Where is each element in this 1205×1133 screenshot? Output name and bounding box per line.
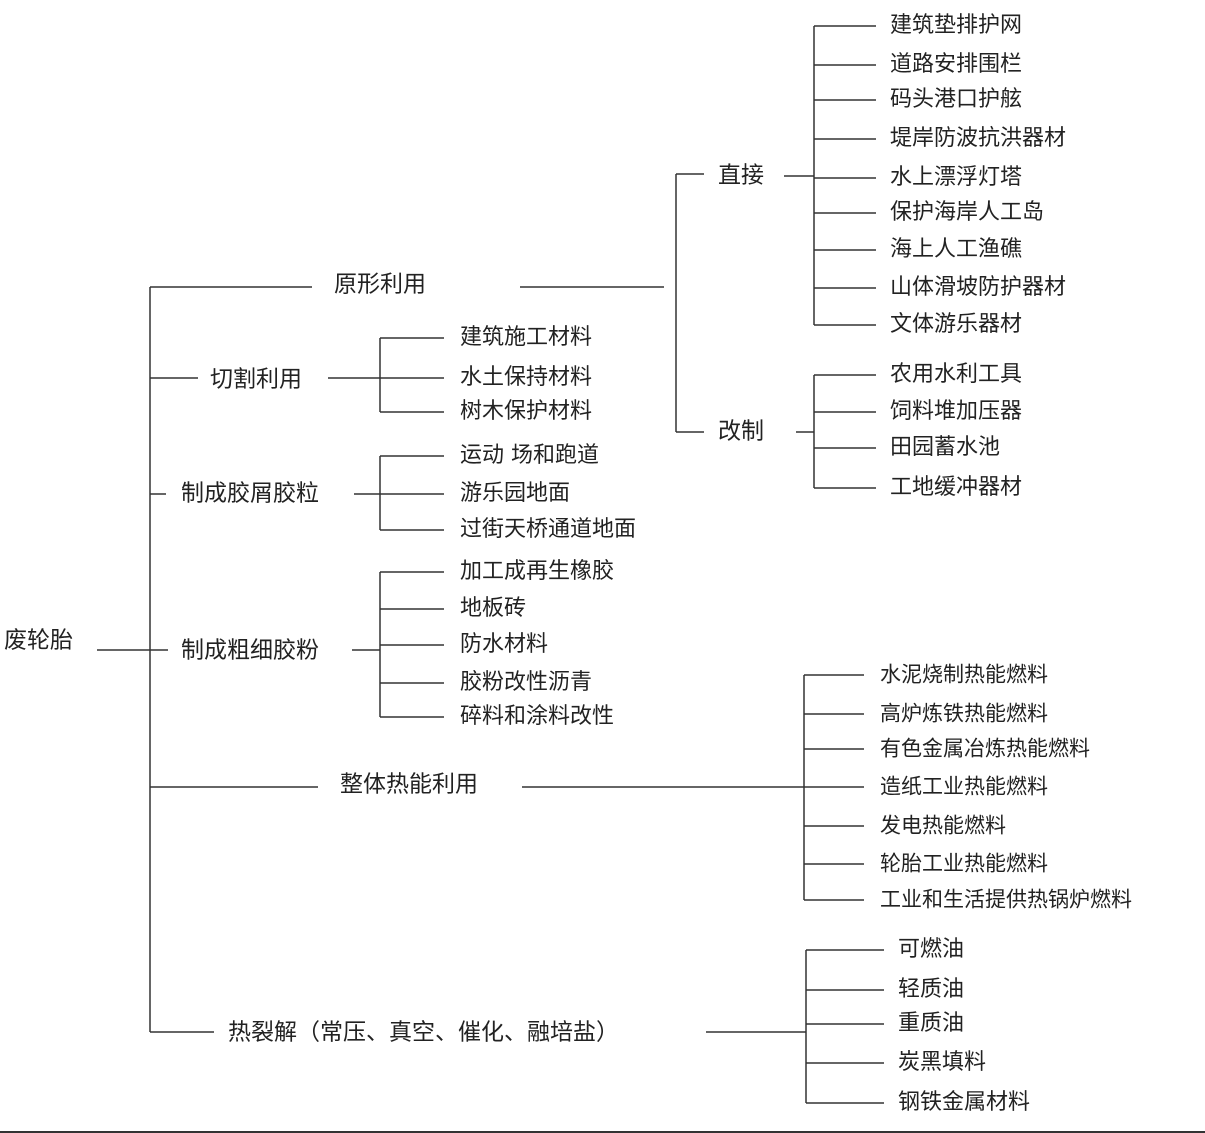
leaf-pyrolysis: 重质油 bbox=[898, 1011, 965, 1036]
leaf-thermal: 轮胎工业热能燃料 bbox=[880, 851, 1048, 876]
leaf-direct: 文体游乐器材 bbox=[890, 312, 1023, 337]
leaf-thermal: 工业和生活提供热锅炉燃料 bbox=[880, 887, 1132, 912]
leaf-powder: 地板砖 bbox=[460, 596, 527, 621]
leaf-powder: 防水材料 bbox=[460, 632, 549, 657]
leaf-direct: 堤岸防波抗洪器材 bbox=[890, 126, 1067, 151]
node-shape-use: 原形利用 bbox=[334, 271, 426, 298]
leaf-direct: 保护海岸人工岛 bbox=[890, 200, 1045, 225]
leaf-direct: 水上漂浮灯塔 bbox=[890, 165, 1023, 190]
leaf-pyrolysis: 钢铁金属材料 bbox=[898, 1090, 1031, 1115]
leaf-direct: 海上人工渔礁 bbox=[890, 237, 1023, 262]
leaf-direct: 道路安排围栏 bbox=[890, 52, 1023, 77]
leaf-pyrolysis: 炭黑填料 bbox=[898, 1050, 987, 1075]
leaf-thermal: 高炉炼铁热能燃料 bbox=[880, 701, 1048, 726]
leaf-powder: 加工成再生橡胶 bbox=[460, 559, 615, 584]
leaf-granule: 游乐园地面 bbox=[460, 481, 571, 506]
node-cut-use: 切割利用 bbox=[210, 366, 302, 393]
leaf-direct: 码头港口护舷 bbox=[890, 87, 1023, 112]
leaf-modified: 饲料堆加压器 bbox=[890, 399, 1023, 424]
leaf-pyrolysis: 轻质油 bbox=[898, 977, 965, 1002]
root-node: 废轮胎 bbox=[4, 627, 73, 654]
node-direct: 直接 bbox=[718, 162, 764, 189]
node-thermal-use: 整体热能利用 bbox=[340, 771, 478, 798]
leaf-cut: 水土保持材料 bbox=[460, 365, 593, 390]
leaf-thermal: 造纸工业热能燃料 bbox=[880, 774, 1048, 799]
bottom-divider bbox=[0, 1131, 1205, 1133]
leaf-granule: 过街天桥通道地面 bbox=[460, 517, 637, 542]
node-rubber-powder: 制成粗细胶粉 bbox=[181, 637, 319, 664]
leaf-cut: 建筑施工材料 bbox=[460, 325, 593, 350]
leaf-thermal: 有色金属冶炼热能燃料 bbox=[880, 736, 1090, 761]
leaf-granule: 运动 场和跑道 bbox=[460, 443, 599, 468]
leaf-powder: 胶粉改性沥青 bbox=[460, 670, 593, 695]
leaf-modified: 农用水利工具 bbox=[890, 362, 1023, 387]
leaf-thermal: 水泥烧制热能燃料 bbox=[880, 662, 1048, 687]
node-rubber-granules: 制成胶屑胶粒 bbox=[181, 480, 319, 507]
leaf-powder: 碎料和涂料改性 bbox=[460, 704, 615, 729]
leaf-direct: 建筑垫排护网 bbox=[890, 13, 1023, 38]
leaf-modified: 工地缓冲器材 bbox=[890, 475, 1023, 500]
leaf-thermal: 发电热能燃料 bbox=[880, 813, 1006, 838]
leaf-pyrolysis: 可燃油 bbox=[898, 937, 965, 962]
node-pyrolysis: 热裂解（常压、真空、催化、融培盐） bbox=[228, 1019, 619, 1046]
leaf-cut: 树木保护材料 bbox=[460, 399, 593, 424]
leaf-modified: 田园蓄水池 bbox=[890, 435, 1001, 460]
node-modified: 改制 bbox=[718, 418, 764, 445]
leaf-direct: 山体滑坡防护器材 bbox=[890, 275, 1067, 300]
